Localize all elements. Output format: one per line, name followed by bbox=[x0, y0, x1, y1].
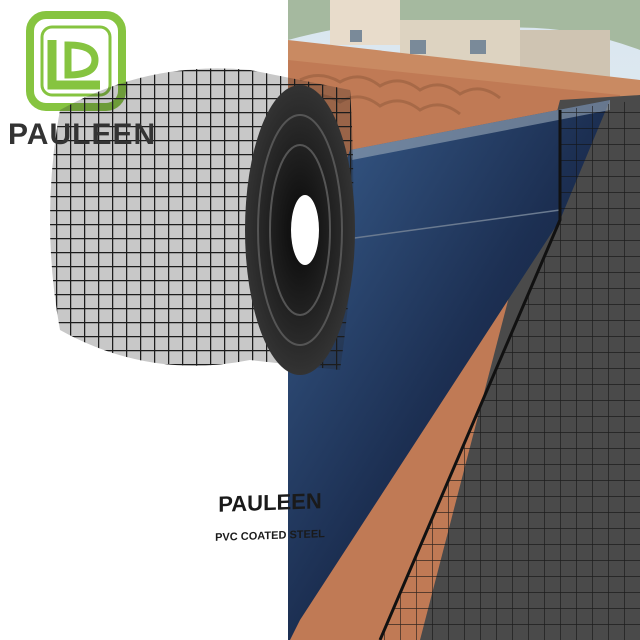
box-brand-label: PAULEEN bbox=[218, 488, 322, 517]
mesh-roll-icon bbox=[50, 68, 355, 375]
box-subtitle-label: PVC COATED STEEL bbox=[215, 528, 325, 544]
roof-photo bbox=[288, 0, 640, 640]
brand-logo-text: PAULEEN bbox=[8, 118, 157, 151]
